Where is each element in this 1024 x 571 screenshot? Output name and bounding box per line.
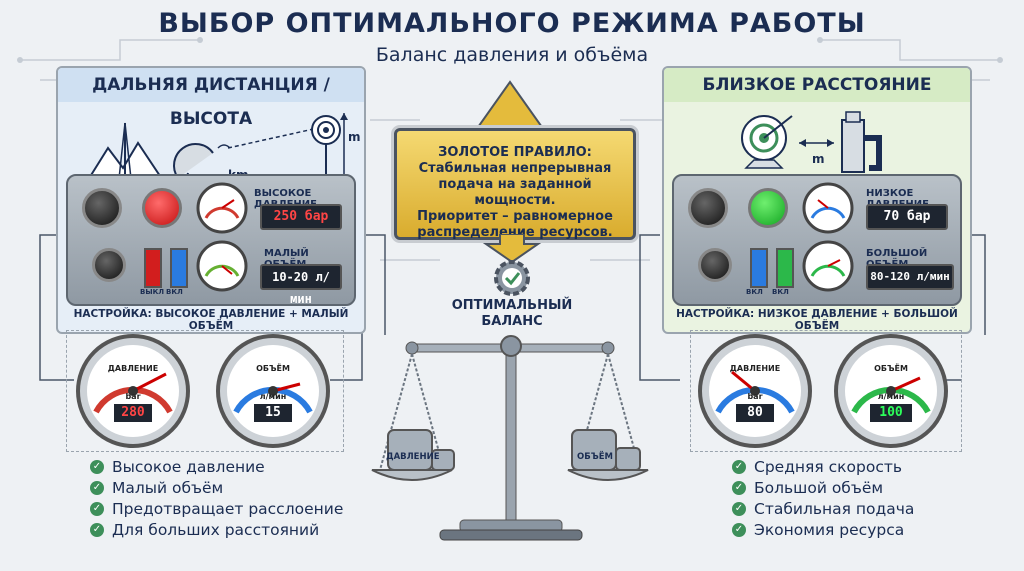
list-item: ✓Стабильная подача bbox=[732, 498, 914, 519]
short-distance-unit-label: m bbox=[812, 152, 825, 166]
check-icon: ✓ bbox=[90, 522, 104, 537]
selector-knob[interactable] bbox=[698, 248, 732, 282]
weight-left-label: ДАВЛЕНИЕ bbox=[386, 452, 440, 462]
right-gauge1-label: ДАВЛЕНИЕ bbox=[729, 364, 781, 373]
check-icon: ✓ bbox=[732, 522, 746, 537]
green-button[interactable] bbox=[748, 188, 788, 228]
check-icon: ✓ bbox=[90, 459, 104, 474]
right-pressure-gauge bbox=[698, 334, 812, 448]
check-icon: ✓ bbox=[732, 459, 746, 474]
right-gauge1-value: 80 bbox=[736, 404, 774, 422]
left-gauge2-label: ОБЪЁМ bbox=[256, 364, 290, 373]
golden-rule-line4: распределение ресурсов. bbox=[417, 225, 613, 240]
red-button[interactable] bbox=[142, 188, 182, 228]
down-arrow-icon bbox=[482, 234, 542, 264]
optimal-balance-caption: ОПТИМАЛЬНЫЙ БАЛАНС bbox=[451, 298, 573, 329]
selector-knob[interactable] bbox=[92, 248, 126, 282]
switch-label-1: ВЫКЛ bbox=[140, 288, 165, 296]
switch-label-2: ВКЛ bbox=[772, 288, 789, 296]
left-benefit-list: ✓Высокое давление ✓Малый объём ✓Предотвр… bbox=[90, 456, 343, 540]
page-title: ВЫБОР ОПТИМАЛЬНОГО РЕЖИМА РАБОТЫ bbox=[158, 8, 866, 39]
left-gauge1-value: 280 bbox=[114, 404, 152, 422]
right-control-device: НИЗКОЕ ДАВЛЕНИЕ 70 бар ВКЛ ВКЛ БОЛЬШОЙ О… bbox=[672, 174, 962, 306]
left-gauge2-unit: л/мин bbox=[259, 392, 287, 401]
list-item: ✓Средняя скорость bbox=[732, 456, 914, 477]
check-icon: ✓ bbox=[732, 480, 746, 495]
right-gauge2-unit: л/мин bbox=[877, 392, 905, 401]
right-gauge2-value: 100 bbox=[870, 404, 912, 422]
small-volume-gauge bbox=[802, 240, 854, 292]
volume-display: 10-20 л/мин bbox=[260, 264, 342, 306]
switch-label-1: ВКЛ bbox=[746, 288, 763, 296]
left-pressure-gauge bbox=[76, 334, 190, 448]
balance-scale bbox=[371, 335, 649, 541]
right-gauge1-unit: bar bbox=[747, 392, 763, 401]
power-knob[interactable] bbox=[688, 188, 728, 228]
left-panel-header: ДАЛЬНЯЯ ДИСТАНЦИЯ / ВЫСОТА bbox=[58, 68, 364, 129]
list-item: ✓Предотвращает расслоение bbox=[90, 498, 343, 519]
up-arrow-icon bbox=[474, 80, 546, 135]
right-setting-text: НАСТРОЙКА: НИЗКОЕ ДАВЛЕНИЕ + БОЛЬШОЙ ОБЪ… bbox=[676, 308, 958, 332]
pressure-display: 70 бар bbox=[866, 204, 948, 230]
page-subtitle: Баланс давления и объёма bbox=[375, 44, 649, 66]
list-item: ✓Малый объём bbox=[90, 477, 343, 498]
golden-rule-plaque: ЗОЛОТОЕ ПРАВИЛО: Стабильная непрерывная … bbox=[394, 128, 636, 240]
gear-check-icon bbox=[494, 260, 530, 296]
list-item: ✓Экономия ресурса bbox=[732, 519, 914, 540]
volume-display: 80-120 л/мин bbox=[866, 264, 954, 290]
height-unit-label: m bbox=[348, 130, 361, 144]
switch-label-2: ВКЛ bbox=[166, 288, 183, 296]
list-item: ✓Высокое давление bbox=[90, 456, 343, 477]
small-pressure-gauge bbox=[196, 182, 248, 234]
left-gauge1-unit: bar bbox=[125, 392, 141, 401]
check-icon: ✓ bbox=[90, 501, 104, 516]
left-gauge1-label: ДАВЛЕНИЕ bbox=[107, 364, 159, 373]
left-gauge2-value: 15 bbox=[254, 404, 292, 422]
left-gauge-frame bbox=[66, 330, 344, 452]
check-icon: ✓ bbox=[732, 501, 746, 516]
list-item: ✓Большой объём bbox=[732, 477, 914, 498]
power-knob[interactable] bbox=[82, 188, 122, 228]
right-volume-gauge bbox=[834, 334, 948, 448]
pressure-display: 250 бар bbox=[260, 204, 342, 230]
left-panel: ДАЛЬНЯЯ ДИСТАНЦИЯ / ВЫСОТА km m ВЫСОКОЕ … bbox=[56, 66, 366, 334]
left-control-device: ВЫСОКОЕ ДАВЛЕНИЕ 250 бар ВЫКЛ ВКЛ МАЛЫЙ … bbox=[66, 174, 356, 306]
small-volume-gauge bbox=[196, 240, 248, 292]
right-benefit-list: ✓Средняя скорость ✓Большой объём ✓Стабил… bbox=[732, 456, 914, 540]
left-setting-text: НАСТРОЙКА: ВЫСОКОЕ ДАВЛЕНИЕ + МАЛЫЙ ОБЪЁ… bbox=[73, 308, 349, 332]
weight-right-label: ОБЪЁМ bbox=[577, 452, 613, 462]
small-pressure-gauge bbox=[802, 182, 854, 234]
short-distance-illustration bbox=[741, 111, 882, 173]
list-item: ✓Для больших расстояний bbox=[90, 519, 343, 540]
golden-rule-title: ЗОЛОТОЕ ПРАВИЛО: bbox=[438, 145, 592, 160]
golden-rule-line1: Стабильная непрерывная bbox=[418, 161, 612, 176]
right-gauge2-label: ОБЪЁМ bbox=[874, 364, 908, 373]
golden-rule-line3: Приоритет – равномерное bbox=[417, 209, 613, 224]
left-volume-gauge bbox=[216, 334, 330, 448]
check-icon: ✓ bbox=[90, 480, 104, 495]
toggle-switch-2[interactable] bbox=[776, 248, 794, 288]
right-panel: БЛИЗКОЕ РАССТОЯНИЕ m НИЗКОЕ ДАВЛЕНИЕ 70 … bbox=[662, 66, 972, 334]
toggle-switch-2[interactable] bbox=[170, 248, 188, 288]
right-gauge-frame bbox=[690, 330, 962, 452]
toggle-switch-1[interactable] bbox=[750, 248, 768, 288]
right-panel-header: БЛИЗКОЕ РАССТОЯНИЕ bbox=[664, 68, 970, 102]
toggle-switch-1[interactable] bbox=[144, 248, 162, 288]
golden-rule-line2: подача на заданной мощности. bbox=[438, 177, 592, 208]
